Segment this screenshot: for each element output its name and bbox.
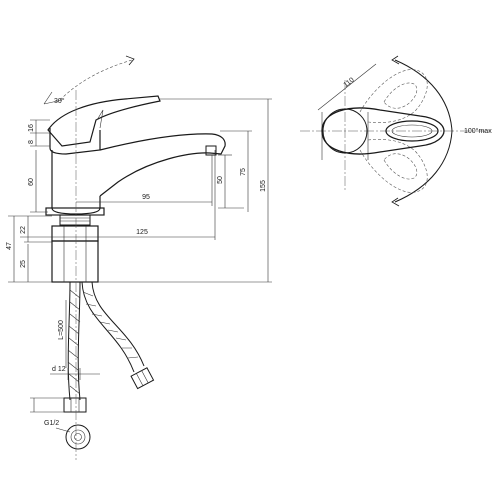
dim-155-label: 155 xyxy=(260,180,267,192)
hose-right-outer xyxy=(81,281,135,373)
spout xyxy=(99,133,226,197)
right-hose-fitting xyxy=(130,367,155,390)
rotation-arc xyxy=(394,59,453,203)
handle-top-slot-inner xyxy=(391,124,433,138)
dim-110-label: 110 xyxy=(343,77,356,89)
hose-left-outer xyxy=(67,281,71,401)
handle-angle-label: 30° xyxy=(54,97,65,105)
dim-60-label: 60 xyxy=(28,178,35,186)
dimension-lines xyxy=(8,98,272,433)
fixing-sleeve xyxy=(51,240,99,283)
dim-125-label: 125 xyxy=(136,229,148,236)
angle-marker xyxy=(43,91,63,105)
dimension-labels: 30° 8 16 60 95 50 75 155 125 47 22 25 L=… xyxy=(6,97,267,427)
dim-25-label: 25 xyxy=(20,260,27,268)
handle-position-upper xyxy=(359,69,428,123)
dim-110-line xyxy=(317,63,377,111)
dim-50-label: 50 xyxy=(217,176,224,184)
side-view xyxy=(43,55,226,460)
thread-end-outer xyxy=(65,424,91,450)
rotation-arrow-bottom-icon xyxy=(391,197,400,207)
left-hose-fitting xyxy=(63,397,87,413)
lever-handle-inner xyxy=(96,109,104,129)
fixing-nut xyxy=(51,225,99,242)
threaded-stud xyxy=(59,214,91,226)
handle-position-lower xyxy=(359,139,428,193)
nut-detail xyxy=(63,226,87,241)
thread-end-bore xyxy=(74,433,82,441)
thread-label: G1/2 xyxy=(44,420,59,427)
left-hose-fitting-detail xyxy=(70,398,80,412)
dim-16-label: 16 xyxy=(28,124,35,132)
swing-arrow-icon xyxy=(125,55,135,66)
hose-right-inner xyxy=(91,281,145,367)
hose-right-braid xyxy=(82,291,139,359)
dim-75-label: 75 xyxy=(240,168,247,176)
body-cap xyxy=(49,128,101,155)
thread-end-inner xyxy=(70,429,86,445)
handle-swing-arc xyxy=(59,59,133,101)
rotation-label: 100°max xyxy=(464,127,492,135)
handle-position-lower-inner xyxy=(383,153,418,180)
aerator xyxy=(205,145,217,156)
hose-left-inner xyxy=(77,281,81,401)
rotation-arrow-top-icon xyxy=(391,55,400,65)
spout-top-circle xyxy=(322,108,368,154)
sleeve-detail xyxy=(63,241,87,282)
hose-diameter-label: d 12 xyxy=(52,366,66,373)
dim-8-label: 8 xyxy=(28,140,35,144)
handle-position-upper-inner xyxy=(383,82,418,109)
handle-top-outline xyxy=(321,107,445,155)
dim-22-label: 22 xyxy=(20,226,27,234)
hose-left-braid xyxy=(67,289,81,395)
dim-95-label: 95 xyxy=(142,194,150,201)
dim-47-label: 47 xyxy=(6,242,13,250)
hose-length-label: L=500 xyxy=(58,320,65,340)
top-view: 110 100°max xyxy=(300,55,492,207)
lever-handle xyxy=(47,95,161,147)
stud-thread-lines xyxy=(60,217,90,222)
handle-top-slot xyxy=(385,120,439,142)
